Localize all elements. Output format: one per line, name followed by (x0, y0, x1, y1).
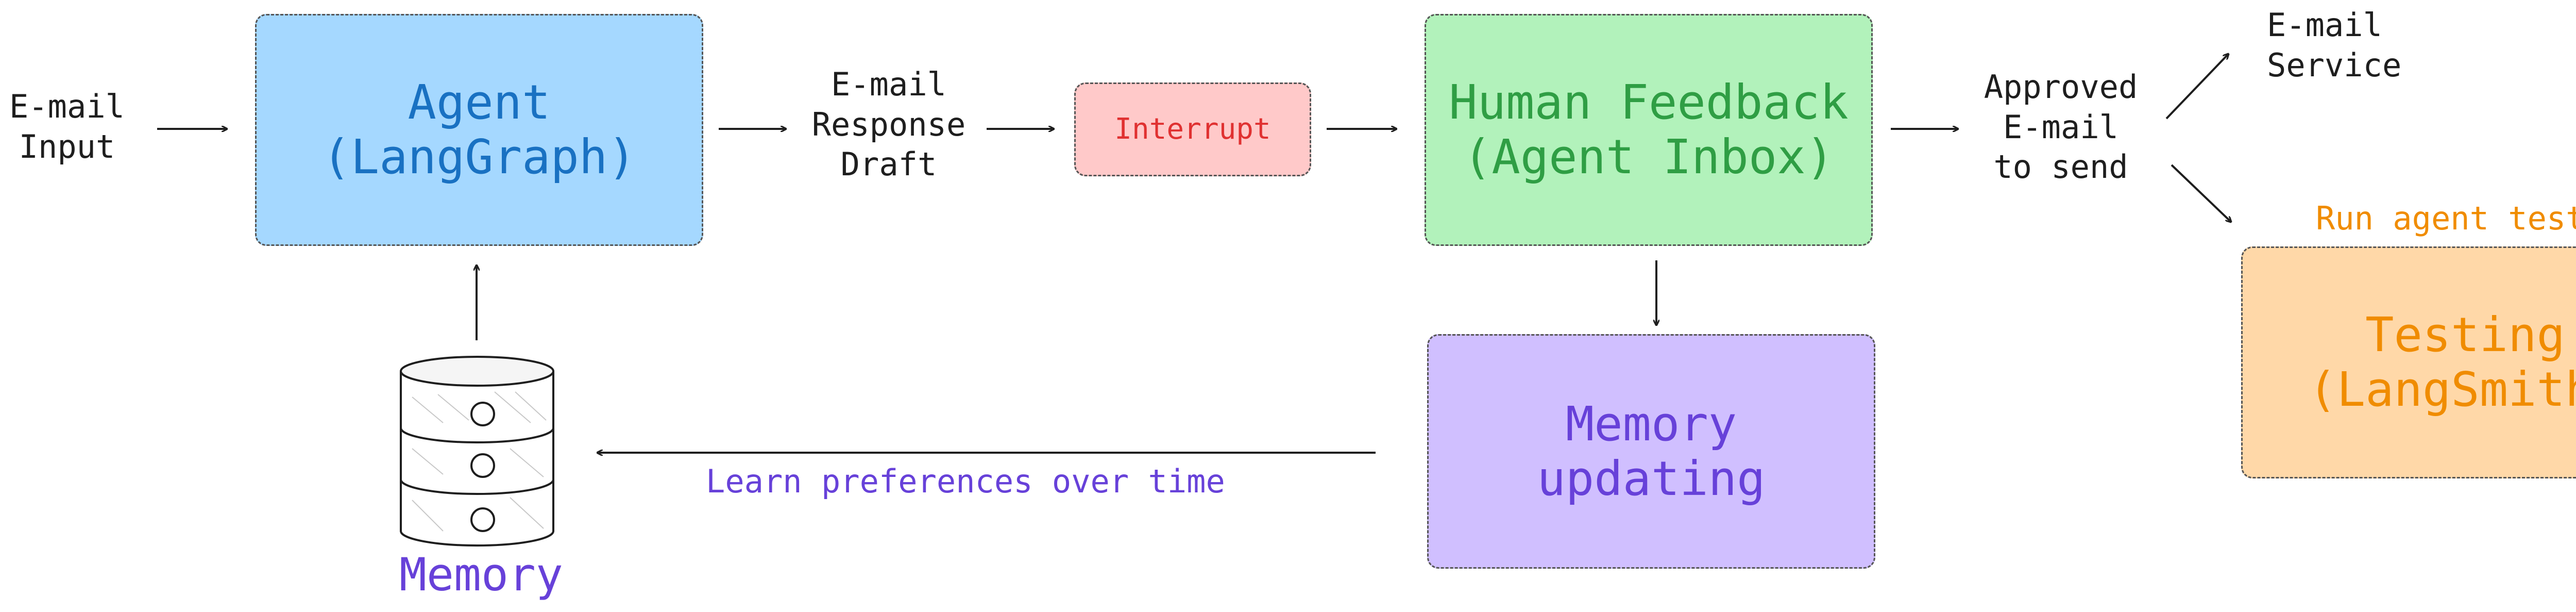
email-input-label: E-mail Input (0, 87, 134, 167)
memory-updating-title: Memory (1565, 396, 1737, 452)
agent-node-title: Agent (408, 75, 551, 130)
memory-store-label: Memory (399, 548, 563, 601)
email-service-label: E-mail Service (2267, 5, 2401, 85)
interrupt-node-label: Interrupt (1114, 112, 1271, 146)
human-feedback-subtitle: (Agent Inbox) (1463, 129, 1835, 185)
human-feedback-node[interactable]: Human Feedback (Agent Inbox) (1425, 14, 1873, 246)
learn-preferences-label: Learn preferences over time (706, 462, 1225, 500)
arrow-approved-to-testing (2171, 164, 2231, 222)
agent-node[interactable]: Agent (LangGraph) (255, 14, 703, 246)
arrow-approved-to-service (2165, 54, 2228, 120)
testing-node[interactable]: Testing (LangSmith) (2241, 246, 2576, 478)
approved-line1: Approved (1984, 68, 2138, 106)
draft-line2: Response (811, 105, 966, 143)
approved-label: Approved E-mail to send (1965, 67, 2156, 187)
human-feedback-title: Human Feedback (1449, 75, 1849, 130)
database-icon (400, 356, 554, 547)
agent-node-subtitle: (LangGraph) (322, 129, 636, 185)
testing-node-subtitle: (LangSmith) (2308, 362, 2576, 417)
draft-line3: Draft (840, 145, 937, 183)
interrupt-node[interactable]: Interrupt (1074, 82, 1311, 176)
email-input-line2: Input (19, 127, 115, 166)
email-input-line1: E-mail (9, 88, 125, 125)
email-service-line2: Service (2267, 46, 2402, 84)
draft-line1: E-mail (831, 65, 946, 103)
approved-line3: to send (1993, 148, 2128, 186)
draft-label: E-mail Response Draft (801, 64, 976, 185)
approved-line2: E-mail (2003, 108, 2119, 146)
memory-updating-subtitle: updating (1537, 451, 1766, 506)
email-service-line1: E-mail (2267, 6, 2382, 44)
memory-updating-node[interactable]: Memory updating (1427, 334, 1875, 569)
run-agent-tests-label: Run agent tests (2316, 200, 2576, 237)
testing-node-title: Testing (2365, 307, 2565, 363)
